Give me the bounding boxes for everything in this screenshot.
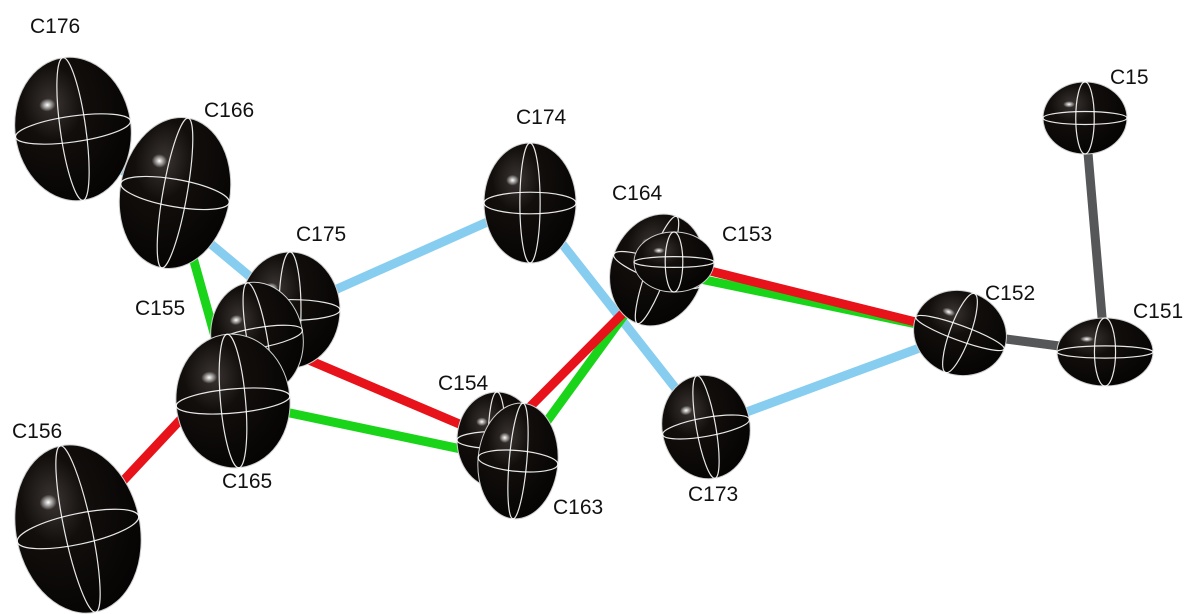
- atom-label-c15: C15: [1110, 66, 1149, 89]
- bond-c151-c15: [1080, 113, 1110, 357]
- atom-label-c176: C176: [30, 15, 80, 38]
- atom-axis-line: [56, 57, 90, 201]
- atom-axis-line: [633, 255, 715, 269]
- atom-highlight: [476, 417, 488, 427]
- atom-c176: [14, 56, 132, 202]
- atom-c166: [118, 117, 232, 269]
- atom-label-c166: C166: [204, 99, 254, 122]
- atom-ellipsoid: [1056, 317, 1154, 387]
- atom-highlight: [229, 314, 243, 326]
- atom-axis-line: [1093, 317, 1117, 387]
- atom-axis-line: [120, 175, 230, 211]
- atom-c165: [175, 333, 291, 469]
- atom-label-c154: C154: [438, 372, 489, 395]
- atom-ellipsoid: [14, 444, 142, 614]
- bond-c153-c152: [669, 257, 965, 338]
- atom-c156: [14, 444, 142, 614]
- atom-highlight: [679, 405, 693, 416]
- atom-label-c151: C151: [1133, 300, 1183, 323]
- atom-ellipsoid: [1042, 81, 1128, 155]
- atom-axis-line: [55, 445, 101, 613]
- atoms-layer: [14, 56, 1154, 614]
- atom-axis-line: [175, 387, 291, 415]
- atom-axis-line: [483, 191, 577, 215]
- atom-axis-line: [519, 142, 541, 264]
- atom-axis-line: [156, 117, 194, 269]
- atom-axis-line: [1056, 345, 1154, 359]
- atom-c174: [483, 142, 577, 264]
- atom-axis-line: [14, 113, 132, 145]
- atom-axis-line: [16, 508, 140, 550]
- atom-highlight: [201, 371, 218, 384]
- atom-axis-line: [664, 231, 684, 293]
- atom-axis-line: [915, 314, 1005, 352]
- atom-c152: [913, 289, 1007, 377]
- atom-c173: [661, 374, 751, 480]
- atom-c163: [477, 402, 559, 520]
- atom-label-c163: C163: [553, 496, 603, 519]
- atom-c15: [1042, 81, 1128, 155]
- atom-label-c153: C153: [722, 223, 772, 246]
- atom-axis-line: [477, 449, 559, 473]
- atom-highlight: [653, 247, 665, 254]
- atom-highlight: [942, 307, 955, 317]
- atom-highlight: [1080, 336, 1094, 343]
- atom-label-c174: C174: [516, 106, 567, 129]
- atom-ellipsoid: [633, 231, 715, 293]
- atom-axis-line: [1042, 110, 1128, 126]
- atom-label-c164: C164: [612, 182, 663, 205]
- atom-axis-line: [692, 375, 720, 479]
- atom-highlight: [39, 98, 56, 112]
- atom-label-c152: C152: [985, 282, 1035, 305]
- atom-axis-line: [662, 414, 750, 440]
- atom-highlight: [499, 432, 511, 443]
- atom-label-c173: C173: [688, 483, 738, 506]
- atom-label-c155: C155: [135, 297, 185, 320]
- atom-label-c175: C175: [296, 223, 346, 246]
- atom-highlight: [39, 494, 57, 511]
- atom-label-c165: C165: [222, 470, 272, 493]
- atom-axis-line: [942, 292, 978, 374]
- atom-axis-line: [507, 402, 529, 520]
- atom-highlight: [1063, 101, 1075, 108]
- atom-highlight: [506, 174, 519, 186]
- atom-highlight: [151, 154, 168, 168]
- atom-axis-line: [218, 333, 248, 469]
- atom-axis-line: [1075, 81, 1095, 155]
- atom-label-c156: C156: [12, 420, 62, 443]
- atom-ellipsoid: [483, 142, 577, 264]
- atom-c151: [1056, 317, 1154, 387]
- atom-c153: [633, 231, 715, 293]
